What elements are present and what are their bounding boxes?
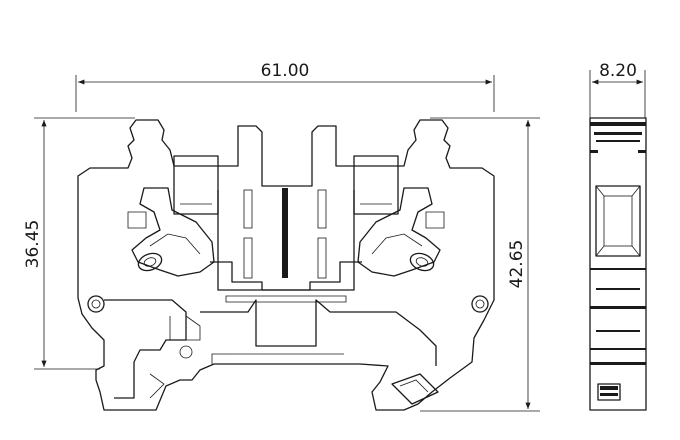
left-clamp-window [173,155,219,215]
dimension-left-height-label: 36.45 [23,220,43,269]
terminal-block-side-view [589,117,647,411]
right-mounting-hole [471,295,489,313]
left-mounting-hole [87,295,105,313]
dimension-side-width-label: 8.20 [599,61,637,81]
dimension-width-label: 61.00 [261,61,310,81]
right-spring [357,187,441,277]
housing-outline [77,119,495,411]
busbar [210,261,362,291]
left-spring-eye [137,252,163,272]
dimension-right-height: 42.65 [420,117,540,412]
dimension-width: 61.00 [75,61,495,112]
small-hole [179,345,193,359]
side-outline [589,117,647,411]
terminal-block-front-view [77,119,495,411]
right-clip [391,373,439,405]
side-bottom-clip [597,383,621,401]
center-divider [282,188,288,278]
dimension-side-width: 8.20 [589,61,646,118]
dimension-right-height-label: 42.65 [507,240,527,289]
right-spring-eye [409,252,435,272]
left-spring [131,187,215,277]
dimension-left-height: 36.45 [23,117,135,370]
lower-inner-profile [200,299,437,366]
right-clamp-window [353,155,399,215]
left-foot [104,299,187,399]
side-window [595,185,641,257]
